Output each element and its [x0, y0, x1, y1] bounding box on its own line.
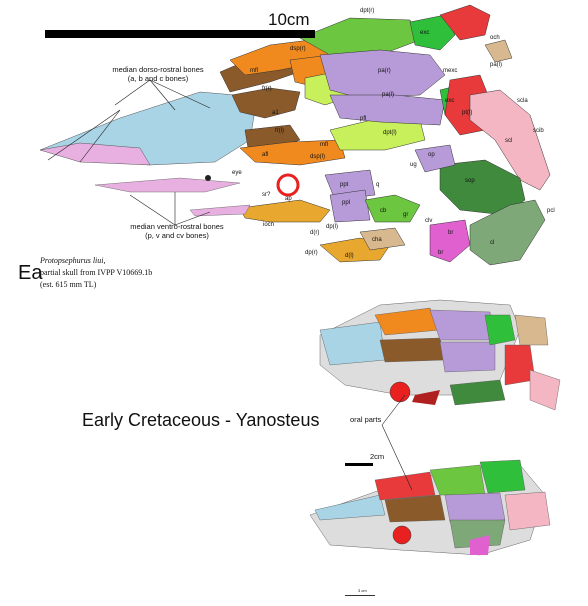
orange-bone-lower: [239, 139, 346, 166]
label-scib: scib: [533, 128, 544, 134]
label-op: op: [428, 152, 435, 158]
label-exc: exc: [420, 30, 430, 36]
pink-bone-scl: [469, 89, 551, 191]
caption: Protopsephurus liui, partial skull from …: [40, 255, 152, 291]
ventro-rostral-line-1: median ventro-rostral bones: [130, 222, 224, 231]
ventro-rostral-line-2: (p, v and cv bones): [145, 231, 209, 240]
oral-parts-leader-2: [381, 394, 406, 426]
eye-dots: [205, 175, 211, 181]
tan-bone-cha: [359, 227, 406, 251]
scale-bar-label: 10cm: [268, 10, 310, 29]
label-clv: clv: [425, 218, 433, 224]
label-cha: cha: [372, 237, 382, 243]
label-scl: scl: [505, 138, 513, 144]
red-bone-och: [439, 4, 491, 41]
label-dsp-l: dsp(l): [310, 154, 326, 160]
label-q: q: [376, 182, 380, 188]
tiny-scale-label: 3 cm: [358, 588, 367, 593]
label-dpt-l: dpt(l): [383, 130, 397, 136]
label-sr: sr?: [262, 192, 271, 198]
label-iocn: iocn: [263, 222, 275, 228]
ventro-rostral-annotation: median ventro-rostral bones (p, v and cv…: [112, 222, 242, 240]
label-pt-l: pt(l): [462, 110, 473, 116]
label-br: br: [448, 230, 454, 236]
label-gr: gr: [403, 212, 409, 218]
label-pa-l: pa(l): [490, 62, 503, 68]
green-bone-cb: [364, 194, 421, 223]
label-a1: a1: [272, 110, 279, 116]
purple-bone-ppl: [329, 189, 371, 223]
dorso-rostral-line-1: median dorso-rostral bones: [112, 65, 204, 74]
purple-bone-pa-l: [329, 94, 446, 126]
label-mfl: mfl: [250, 68, 258, 74]
small-scale-label: 2cm: [370, 452, 385, 461]
label-scla: scla: [517, 98, 528, 104]
label-pfl: pfl: [360, 116, 367, 122]
oral-parts-leader: [381, 424, 413, 491]
dorso-rostral-annotation: median dorso-rostral bones (a, b and c b…: [98, 65, 218, 83]
label-d-l: d(l): [345, 253, 354, 259]
label-ug: ug: [410, 162, 417, 168]
scale-bar: [45, 30, 315, 38]
label-mfl2: mfl: [320, 142, 328, 148]
figure-label: Ea: [18, 262, 43, 284]
small-scale-bar: [345, 463, 373, 466]
tan-bone-pa-l: [484, 39, 513, 63]
label-ppt: ppt: [340, 182, 349, 188]
label-ap: ap: [285, 196, 292, 202]
label-cb: cb: [380, 208, 387, 214]
label-mexc: mexc: [443, 68, 458, 74]
magenta-bone-br: [429, 219, 471, 263]
label-sop: sop: [465, 178, 475, 184]
brown-bone-mid: [231, 87, 301, 119]
ventro-rostral-bones-lower: [189, 204, 251, 217]
label-exc2: exc: [445, 98, 455, 104]
ventro-rostral-bones: [94, 177, 241, 193]
label-afl: afl: [262, 152, 269, 158]
lower-specimen: [309, 459, 551, 556]
label-dsp-r: dsp(r): [290, 46, 306, 52]
caption-specimen: partial skull from IVPP V10669.1b: [40, 268, 153, 277]
label-och: och: [490, 35, 500, 41]
upper-specimen: [319, 299, 561, 411]
label-fr-r: fr(r): [262, 86, 272, 92]
leader-lines: [47, 79, 211, 226]
label-cl: cl: [490, 240, 495, 246]
label-fr-l: fr(l): [275, 128, 284, 134]
label-dp-r: dp(r): [305, 250, 318, 256]
label-d-r: d(r): [310, 230, 320, 236]
oral-parts-label: oral parts: [350, 415, 382, 424]
green-bone-cl: [469, 199, 546, 266]
label-pa-l2: pa(l): [382, 92, 395, 98]
label-pcl: pcl: [547, 208, 555, 214]
purple-bone-pa-r: [319, 49, 446, 99]
purple-bone-op: [414, 144, 456, 173]
gold-bone-dentary: [239, 199, 331, 223]
label-br2: br: [438, 250, 444, 256]
page-title: Early Cretaceous - Yanosteus: [82, 410, 320, 430]
green-bone-exc: [409, 14, 456, 51]
label-dp-l: dp(l): [326, 224, 339, 230]
caption-length: (est. 615 mm TL): [40, 280, 97, 289]
label-dpt-r: dpt(r): [360, 8, 375, 14]
label-eye: eye: [232, 170, 242, 176]
rostral-tip: [39, 142, 151, 166]
label-pa-r: pa(r): [378, 68, 391, 74]
dorso-rostral-line-2: (a, b and c bones): [127, 74, 189, 83]
label-ppl: ppl: [342, 200, 351, 206]
caption-species: Protopsephurus liui,: [40, 256, 106, 265]
eye-ring: [276, 173, 300, 197]
tiny-scale-bar: [345, 595, 375, 596]
